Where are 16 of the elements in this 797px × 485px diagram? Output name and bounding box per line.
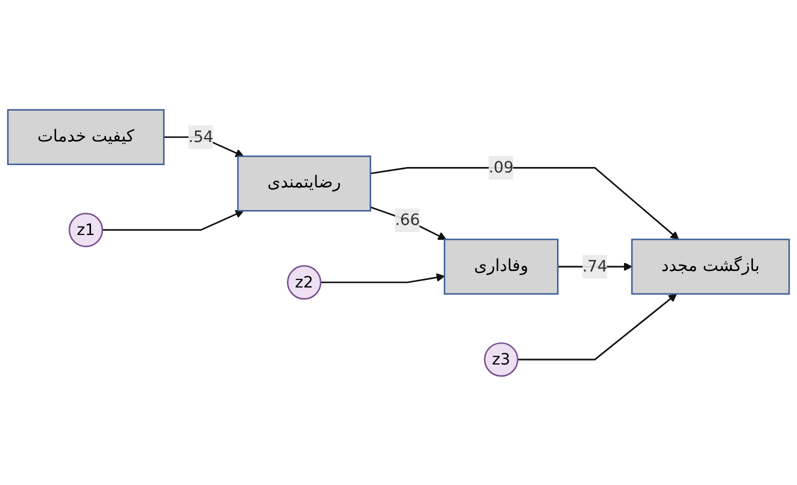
node-box: وفاداری [444, 238, 559, 294]
arrow [370, 206, 447, 240]
node-circle: z3 [484, 342, 518, 376]
arrow [370, 166, 680, 240]
node-box: کیفیت خدمات [7, 108, 165, 165]
node-circle: z2 [286, 264, 322, 300]
edge-label: .09 [488, 158, 514, 176]
arrow [518, 293, 677, 360]
node-box: بازگشت مجدد [631, 238, 790, 294]
arrow [320, 272, 445, 283]
edge-label: .74 [582, 256, 608, 276]
arrow [102, 210, 244, 230]
node-circle: z1 [68, 212, 104, 247]
edge-label: .66 [394, 210, 420, 229]
node-box: رضایتمندی [237, 155, 372, 212]
edge-label: .54 [188, 126, 214, 146]
